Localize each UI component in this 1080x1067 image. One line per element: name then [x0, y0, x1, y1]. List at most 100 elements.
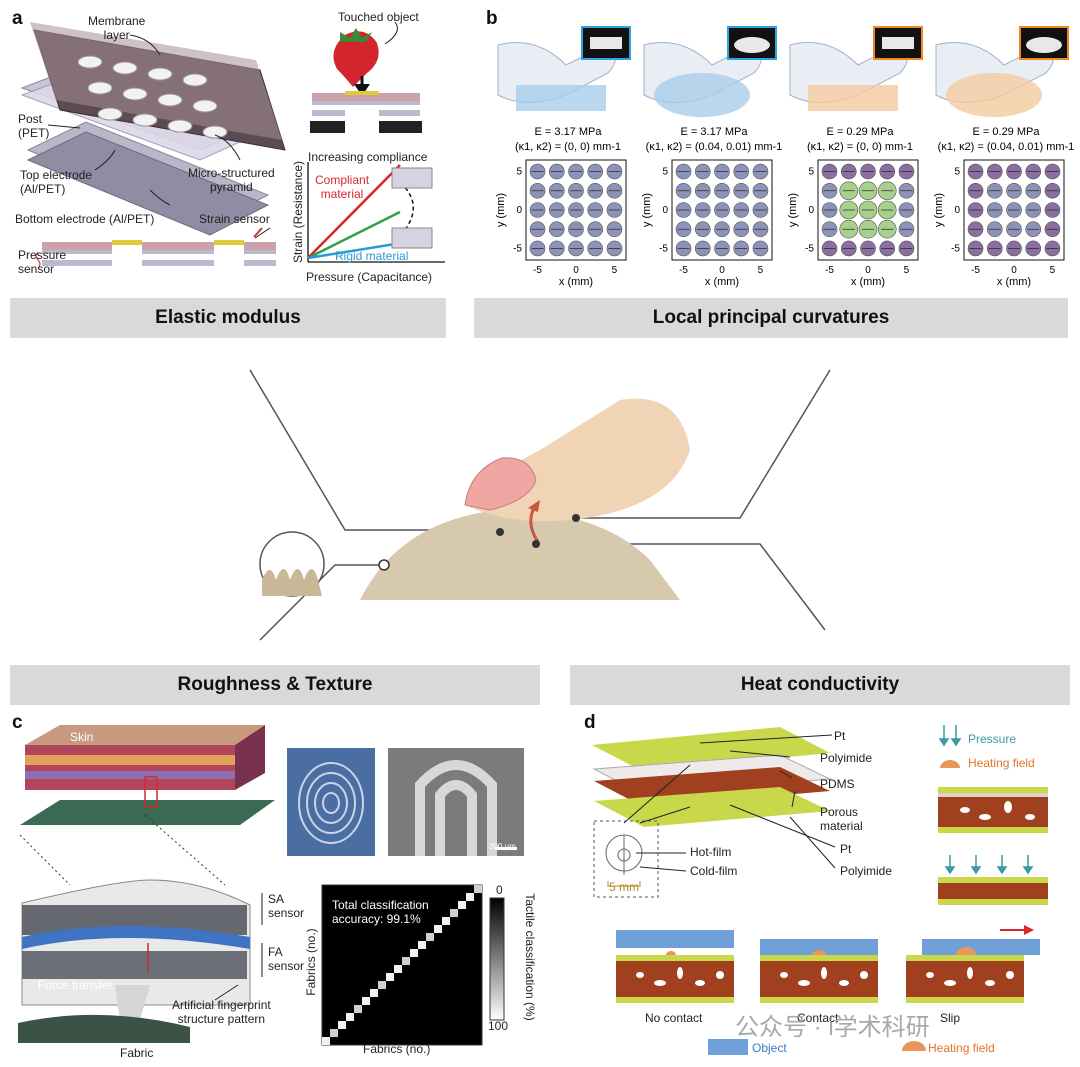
- x-tick-label: 5: [612, 265, 618, 276]
- matrix-diagonal-cell: [466, 893, 474, 901]
- matrix-diagonal-cell: [338, 1021, 346, 1029]
- membrane-line2: layer: [103, 28, 130, 42]
- porous-line2: material: [820, 819, 863, 833]
- fingerprint-line2: structure pattern: [177, 1012, 266, 1026]
- mid-line: [307, 210, 401, 260]
- polyimide-top-label: Polyimide: [820, 751, 873, 765]
- panel-d-letter: d: [584, 712, 596, 733]
- modulus-title: E = 0.29 MPa: [827, 126, 895, 138]
- sa-line2: sensor: [268, 906, 305, 920]
- y-tick-label: 5: [662, 167, 668, 178]
- pressure-axis-label: Pressure (Capacitance): [306, 270, 433, 284]
- rigid-line: [307, 242, 396, 260]
- pt-top-label: Pt: [834, 729, 846, 743]
- x-tick-label: 5: [904, 265, 910, 276]
- banner-heat-conductivity: Heat conductivity: [570, 665, 1070, 705]
- touched-object-shape: [654, 73, 750, 117]
- x-tick-label: -5: [533, 265, 542, 276]
- panel-b-letter: b: [486, 8, 498, 29]
- matrix-diagonal-cell: [450, 909, 458, 917]
- plot-frame: [817, 159, 919, 261]
- grid-plot-2: E = 3.17 MPa (κ1, κ2) = (0.04, 0.01) mm-1…: [642, 26, 782, 288]
- x-tick-label: 5: [1050, 265, 1056, 276]
- banner-roughness-texture: Roughness & Texture: [10, 665, 540, 705]
- touched-object-shape: [808, 85, 898, 111]
- top-electrode-label: Top electrode(Al/PET): [20, 168, 92, 196]
- curvature-title: (κ1, κ2) = (0.04, 0.01) mm-1: [938, 141, 1074, 153]
- object-photo-sample: [590, 37, 622, 49]
- curvature-title: (κ1, κ2) = (0, 0) mm-1: [515, 141, 621, 153]
- panel-c-illustration: [18, 725, 524, 1046]
- fa-line2: sensor: [268, 959, 305, 973]
- watermark: 公众号 · i学术科研: [735, 1014, 930, 1041]
- strawberry-icon: [333, 28, 379, 87]
- x-tick-label: 0: [1011, 265, 1017, 276]
- plot-frame: [671, 159, 773, 261]
- matrix-diagonal-cell: [330, 1029, 338, 1037]
- x-tick-label: -5: [825, 265, 834, 276]
- porous-line1: Porous: [820, 805, 859, 819]
- matrix-x-label: Fabrics (no.): [363, 1042, 431, 1056]
- y-tick-label: 0: [954, 205, 960, 216]
- strain-pressure-plot: [307, 162, 445, 263]
- matrix-diagonal-cell: [386, 973, 394, 981]
- pressure-legend-label: Pressure: [968, 732, 1017, 746]
- compliant-line1: Compliant: [315, 173, 370, 187]
- colorbar-top-label: 0: [496, 883, 503, 897]
- x-tick-label: 0: [719, 265, 725, 276]
- increasing-compliance-label: Increasing compliance: [308, 150, 428, 164]
- force-transfer-label: Force transfer: [38, 978, 113, 992]
- compliant-line: [307, 164, 401, 259]
- matrix-diagonal-cell: [442, 917, 450, 925]
- fa-line1: FA: [268, 945, 283, 959]
- object-legend-swatch: [708, 1039, 748, 1055]
- polyimide-bottom-label: Polyimide: [840, 864, 893, 878]
- x-tick-label: 0: [573, 265, 579, 276]
- colorbar: [489, 897, 505, 1021]
- bottom-electrode-label: Bottom electrode (Al/PET): [15, 212, 155, 226]
- strain-axis-label: Strain (Resistance): [291, 160, 305, 264]
- object-photo-sample: [882, 37, 914, 49]
- matrix-diagonal-cell: [402, 957, 410, 965]
- fabric-label: Fabric: [120, 1046, 154, 1060]
- sa-line1: SA: [268, 892, 285, 906]
- fingerprint-image: [287, 748, 375, 856]
- panel-a-illustration: [20, 21, 445, 269]
- fingerprint-line1: Artificial fingerprint: [172, 998, 271, 1012]
- x-tick-label: -5: [971, 265, 980, 276]
- grid-plot-4: E = 0.29 MPa(κ1, κ2) = (0.04, 0.01) mm-1…: [934, 26, 1074, 288]
- touched-object-shape: [516, 85, 606, 111]
- y-axis-label: y (mm): [788, 193, 799, 227]
- modulus-title: E = 3.17 MPa: [681, 126, 749, 138]
- heating-field-bottom-label: Heating field: [928, 1041, 995, 1055]
- heating-legend-swatch: [902, 1041, 926, 1051]
- matrix-diagonal-cell: [474, 885, 482, 893]
- touched-object-shape: [946, 73, 1042, 117]
- matrix-diagonal-cell: [394, 965, 402, 973]
- sensor-exploded-view: [20, 22, 286, 236]
- top-electrode-line1: Top electrode: [20, 168, 93, 182]
- matrix-diagonal-cell: [426, 933, 434, 941]
- grid-plot-3: E = 0.29 MPa(κ1, κ2) = (0, 0) mm-1-5-500…: [788, 26, 923, 288]
- curvature-title: (κ1, κ2) = (0.04, 0.01) mm-1: [646, 141, 782, 153]
- sem-image: [388, 748, 524, 856]
- state-contact: [760, 939, 878, 1003]
- y-axis-label: y (mm): [642, 193, 653, 227]
- matrix-diagonal-cell: [370, 989, 378, 997]
- y-axis-label: y (mm): [934, 193, 945, 227]
- matrix-diagonal-cell: [354, 1005, 362, 1013]
- pressure-sensor-line1: Pressure: [18, 248, 67, 262]
- matrix-diagonal-cell: [378, 981, 386, 989]
- x-axis-label: x (mm): [997, 276, 1031, 288]
- x-axis-label: x (mm): [851, 276, 885, 288]
- skin-label: Skin: [70, 730, 94, 744]
- central-finger-illustration: [249, 369, 831, 641]
- y-tick-label: -5: [513, 243, 522, 254]
- matrix-diagonal-cell: [418, 941, 426, 949]
